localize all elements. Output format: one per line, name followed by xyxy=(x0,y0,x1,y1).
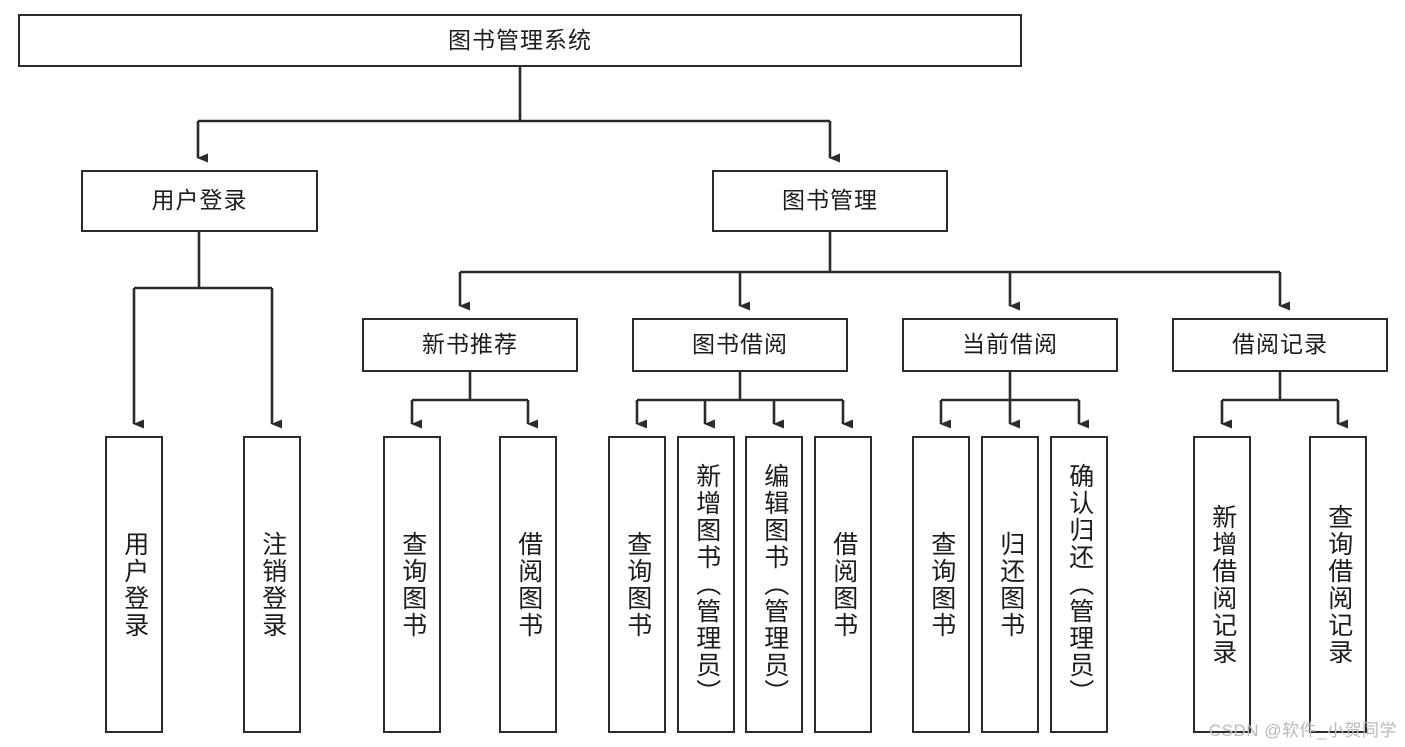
leaf-logout-login-label: 注销登录 xyxy=(258,530,287,639)
leaf-query-book-3[interactable]: 查询图书 xyxy=(912,436,970,733)
leaf-edit-book[interactable]: 编辑图书（管理员） xyxy=(745,436,803,733)
leaf-add-record[interactable]: 新增借阅记录 xyxy=(1193,436,1251,733)
node-user-login-label: 用户登录 xyxy=(151,187,248,214)
leaf-query-record-label: 查询借阅记录 xyxy=(1324,503,1353,666)
leaf-return-book-label: 归还图书 xyxy=(996,530,1025,639)
leaf-query-book-1-label: 查询图书 xyxy=(398,530,427,639)
node-book-borrow-label: 图书借阅 xyxy=(692,331,788,358)
node-root-label: 图书管理系统 xyxy=(448,26,592,53)
leaf-query-book-2-label: 查询图书 xyxy=(623,530,652,639)
leaf-query-record[interactable]: 查询借阅记录 xyxy=(1309,436,1367,733)
leaf-query-book-1[interactable]: 查询图书 xyxy=(383,436,441,733)
leaf-query-book-3-label: 查询图书 xyxy=(927,530,956,639)
leaf-logout-login[interactable]: 注销登录 xyxy=(243,436,301,733)
leaf-add-book-label: 新增图书（管理员） xyxy=(692,463,721,706)
node-book-borrow[interactable]: 图书借阅 xyxy=(632,318,848,372)
leaf-add-book[interactable]: 新增图书（管理员） xyxy=(677,436,735,733)
node-new-book-recommend-label: 新书推荐 xyxy=(422,331,518,358)
leaf-confirm-return-label: 确认归还（管理员） xyxy=(1065,463,1094,706)
leaf-borrow-book-2[interactable]: 借阅图书 xyxy=(814,436,872,733)
leaf-user-login[interactable]: 用户登录 xyxy=(105,436,163,733)
node-new-book-recommend[interactable]: 新书推荐 xyxy=(362,318,578,372)
leaf-user-login-label: 用户登录 xyxy=(120,530,149,639)
leaf-confirm-return[interactable]: 确认归还（管理员） xyxy=(1050,436,1108,733)
node-book-management-label: 图书管理 xyxy=(782,187,878,214)
node-borrow-record[interactable]: 借阅记录 xyxy=(1172,318,1388,372)
leaf-query-book-2[interactable]: 查询图书 xyxy=(608,436,666,733)
leaf-add-record-label: 新增借阅记录 xyxy=(1208,503,1237,666)
leaf-return-book[interactable]: 归还图书 xyxy=(981,436,1039,733)
node-current-borrow[interactable]: 当前借阅 xyxy=(902,318,1118,372)
leaf-borrow-book-1[interactable]: 借阅图书 xyxy=(499,436,557,733)
node-current-borrow-label: 当前借阅 xyxy=(962,331,1058,358)
node-book-management[interactable]: 图书管理 xyxy=(712,170,948,232)
leaf-borrow-book-2-label: 借阅图书 xyxy=(829,530,858,639)
leaf-borrow-book-1-label: 借阅图书 xyxy=(514,530,543,639)
leaf-edit-book-label: 编辑图书（管理员） xyxy=(760,463,789,706)
node-borrow-record-label: 借阅记录 xyxy=(1232,331,1328,358)
node-user-login[interactable]: 用户登录 xyxy=(81,170,318,232)
node-root[interactable]: 图书管理系统 xyxy=(18,14,1022,67)
csdn-watermark: CSDN @软件_小贺同学 xyxy=(1208,721,1397,740)
